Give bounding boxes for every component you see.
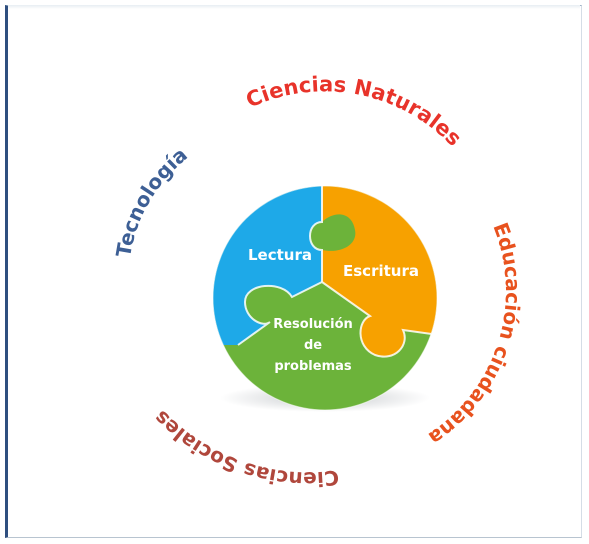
- frame-top-shadow: [8, 5, 580, 9]
- label-tecnologia: Tecnología: [111, 142, 192, 258]
- label-educacion-ciudadana: Educación ciudadana: [424, 219, 525, 450]
- label-resolucion-line3: problemas: [274, 359, 352, 374]
- label-ciencias-sociales: Ciencias Sociales: [149, 406, 340, 491]
- label-ciencias-naturales: Ciencias Naturales: [242, 72, 466, 150]
- label-escritura: Escritura: [343, 262, 419, 280]
- puzzle-circle: [213, 186, 437, 410]
- label-resolucion-line1: Resolución: [273, 317, 353, 332]
- label-resolucion-line2: de: [304, 338, 322, 353]
- label-lectura: Lectura: [248, 246, 312, 264]
